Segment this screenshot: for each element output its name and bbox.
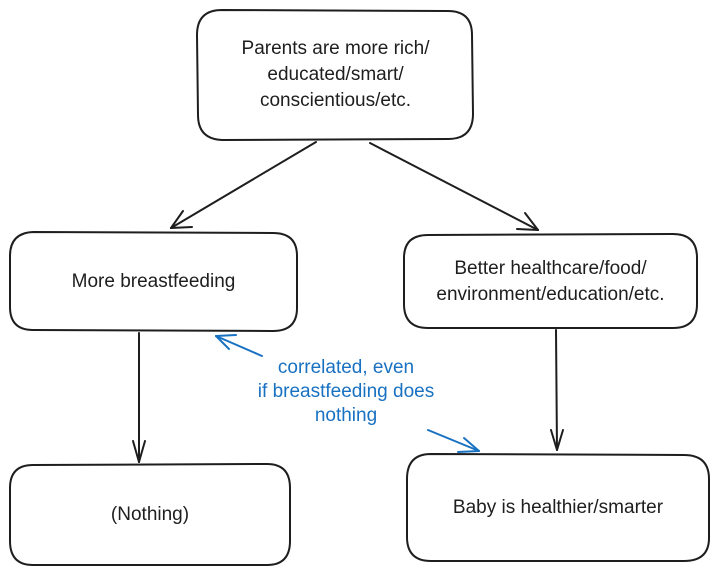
annotation-arrow-up: [215, 334, 263, 357]
nothing-label: (Nothing): [110, 504, 190, 525]
healthcare-label: Better healthcare/food/ environment/educ…: [436, 257, 665, 305]
baby-box: [406, 453, 710, 562]
healthcare-box: [403, 233, 698, 329]
baby-label: Baby is healthier/smarter: [452, 497, 664, 518]
breastfeeding-label: More breastfeeding: [71, 270, 236, 292]
arrow-healthcare-to-baby: [550, 329, 564, 451]
nothing-box: [9, 463, 291, 566]
annotation-arrow-down: [427, 429, 480, 453]
arrow-parents-to-healthcare: [369, 142, 539, 231]
breastfeeding-box: [9, 231, 298, 332]
arrow-breastfeeding-to-nothing: [132, 332, 146, 463]
arrow-parents-to-breastfeeding: [170, 141, 317, 229]
parents-box: [196, 9, 474, 141]
parents-label: Parents are more rich/ educated/smart/ c…: [241, 38, 430, 111]
correlation-annotation: correlated, even if breastfeeding does n…: [257, 357, 435, 426]
